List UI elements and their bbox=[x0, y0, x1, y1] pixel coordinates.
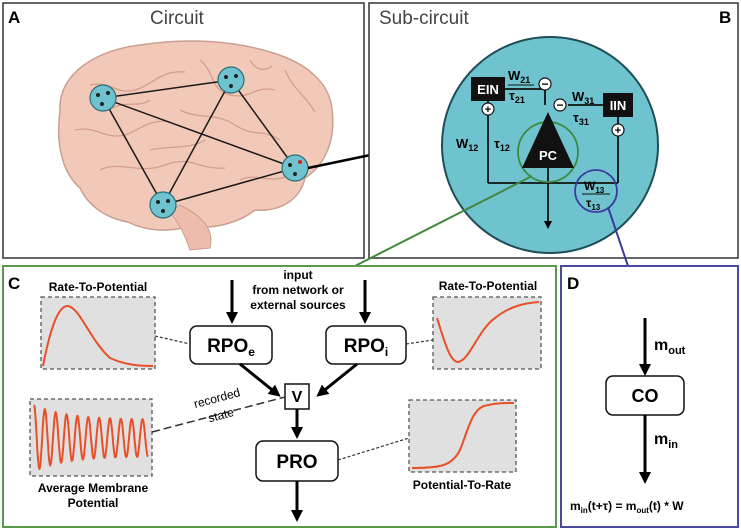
ein-label: EIN bbox=[477, 82, 499, 97]
v-label: V bbox=[292, 389, 303, 406]
rpo-i-label: RPOi bbox=[344, 336, 389, 359]
zoom-connector-bc bbox=[354, 175, 533, 267]
rpo-i-to-v-arrow bbox=[316, 362, 358, 397]
panel-a: A Circuit bbox=[2, 2, 365, 259]
panel-d-letter: D bbox=[567, 274, 579, 293]
circuit-node-3 bbox=[281, 154, 309, 182]
brain-illustration bbox=[57, 40, 334, 251]
panel-a-letter: A bbox=[8, 8, 20, 27]
svg-text:+: + bbox=[485, 104, 491, 116]
amp-title: Average Membrane Potential bbox=[38, 481, 149, 510]
ein-box bbox=[471, 77, 505, 101]
rpo-i-box bbox=[325, 325, 407, 365]
ptr-trace bbox=[411, 402, 515, 469]
w21-label: W21 τ21 bbox=[508, 68, 534, 105]
svg-text:τ12: τ12 bbox=[494, 136, 510, 153]
panel-b-title: Sub-circuit bbox=[379, 8, 469, 29]
sign-markers: + − − + bbox=[481, 77, 625, 137]
rpo-e-to-v-arrow bbox=[239, 362, 281, 397]
svg-text:Average Membrane: Average Membrane bbox=[38, 481, 149, 495]
panel-c: C input from network or external sources… bbox=[2, 265, 557, 528]
co-equation: min(t+τ) = mout(t) * W bbox=[570, 499, 684, 515]
circuit-node-1 bbox=[89, 84, 117, 112]
circuit-node-4 bbox=[149, 191, 177, 219]
svg-text:W21: W21 bbox=[508, 68, 530, 85]
pc-triangle bbox=[522, 112, 574, 168]
co-label: CO bbox=[632, 386, 659, 406]
rtp-left-title: Rate-To-Potential bbox=[49, 280, 147, 294]
panel-b-letter: B bbox=[719, 8, 731, 27]
svg-text:τ21: τ21 bbox=[509, 88, 525, 105]
svg-text:from network or: from network or bbox=[252, 283, 344, 297]
svg-text:−: − bbox=[556, 98, 563, 112]
svg-text:+: + bbox=[615, 125, 621, 137]
rpo-e-label: RPOe bbox=[207, 336, 255, 359]
panel-a-title: Circuit bbox=[150, 8, 205, 29]
w13-label: W13 τ13 bbox=[582, 179, 610, 212]
amp-trace bbox=[33, 404, 149, 471]
rtp-right-title: Rate-To-Potential bbox=[439, 279, 537, 293]
w31-label: W31 τ31 bbox=[572, 89, 594, 127]
rtp-left-trace bbox=[42, 305, 154, 367]
svg-text:external sources: external sources bbox=[250, 298, 346, 312]
svg-text:state: state bbox=[207, 405, 236, 425]
svg-text:input: input bbox=[283, 268, 312, 282]
ptr-link bbox=[337, 437, 410, 461]
svg-text:W13: W13 bbox=[584, 179, 605, 195]
svg-text:τ31: τ31 bbox=[573, 110, 589, 127]
recorded-state-link bbox=[151, 396, 286, 433]
ptr-plot bbox=[408, 399, 517, 473]
panel-d: D mout CO min min(t+τ) = mout(t) * W bbox=[560, 265, 739, 528]
rtp-right-trace bbox=[436, 301, 540, 364]
svg-text:τ13: τ13 bbox=[586, 196, 601, 212]
circuit-node-2 bbox=[217, 66, 245, 94]
panel-c-letter: C bbox=[8, 274, 20, 293]
panel-b: Sub-circuit B EIN IIN + − − + bbox=[368, 2, 739, 259]
pro-label: PRO bbox=[276, 452, 317, 473]
zoom-connector-bd bbox=[607, 206, 629, 267]
m-in-label: min bbox=[654, 431, 678, 451]
rtp-left-link bbox=[154, 335, 191, 345]
w13-highlight-circle bbox=[574, 169, 618, 213]
w12-label: W12 τ12 bbox=[456, 136, 510, 153]
rpo-e-box bbox=[189, 325, 273, 365]
circuit-connections bbox=[102, 79, 296, 206]
svg-text:W12: W12 bbox=[456, 136, 478, 153]
input-label: input from network or external sources bbox=[250, 268, 346, 312]
subcircuit-wires bbox=[487, 88, 619, 229]
rtp-left-plot bbox=[40, 296, 156, 370]
ptr-title: Potential-To-Rate bbox=[413, 478, 512, 492]
rtp-right-plot bbox=[432, 296, 542, 370]
svg-text:Potential: Potential bbox=[68, 496, 119, 510]
iin-label: IIN bbox=[610, 98, 627, 113]
pc-label: PC bbox=[539, 148, 558, 163]
rtp-right-link bbox=[405, 339, 434, 345]
m-out-label: mout bbox=[654, 337, 686, 357]
svg-text:−: − bbox=[541, 77, 548, 91]
iin-box bbox=[603, 93, 633, 117]
svg-text:W31: W31 bbox=[572, 89, 594, 106]
